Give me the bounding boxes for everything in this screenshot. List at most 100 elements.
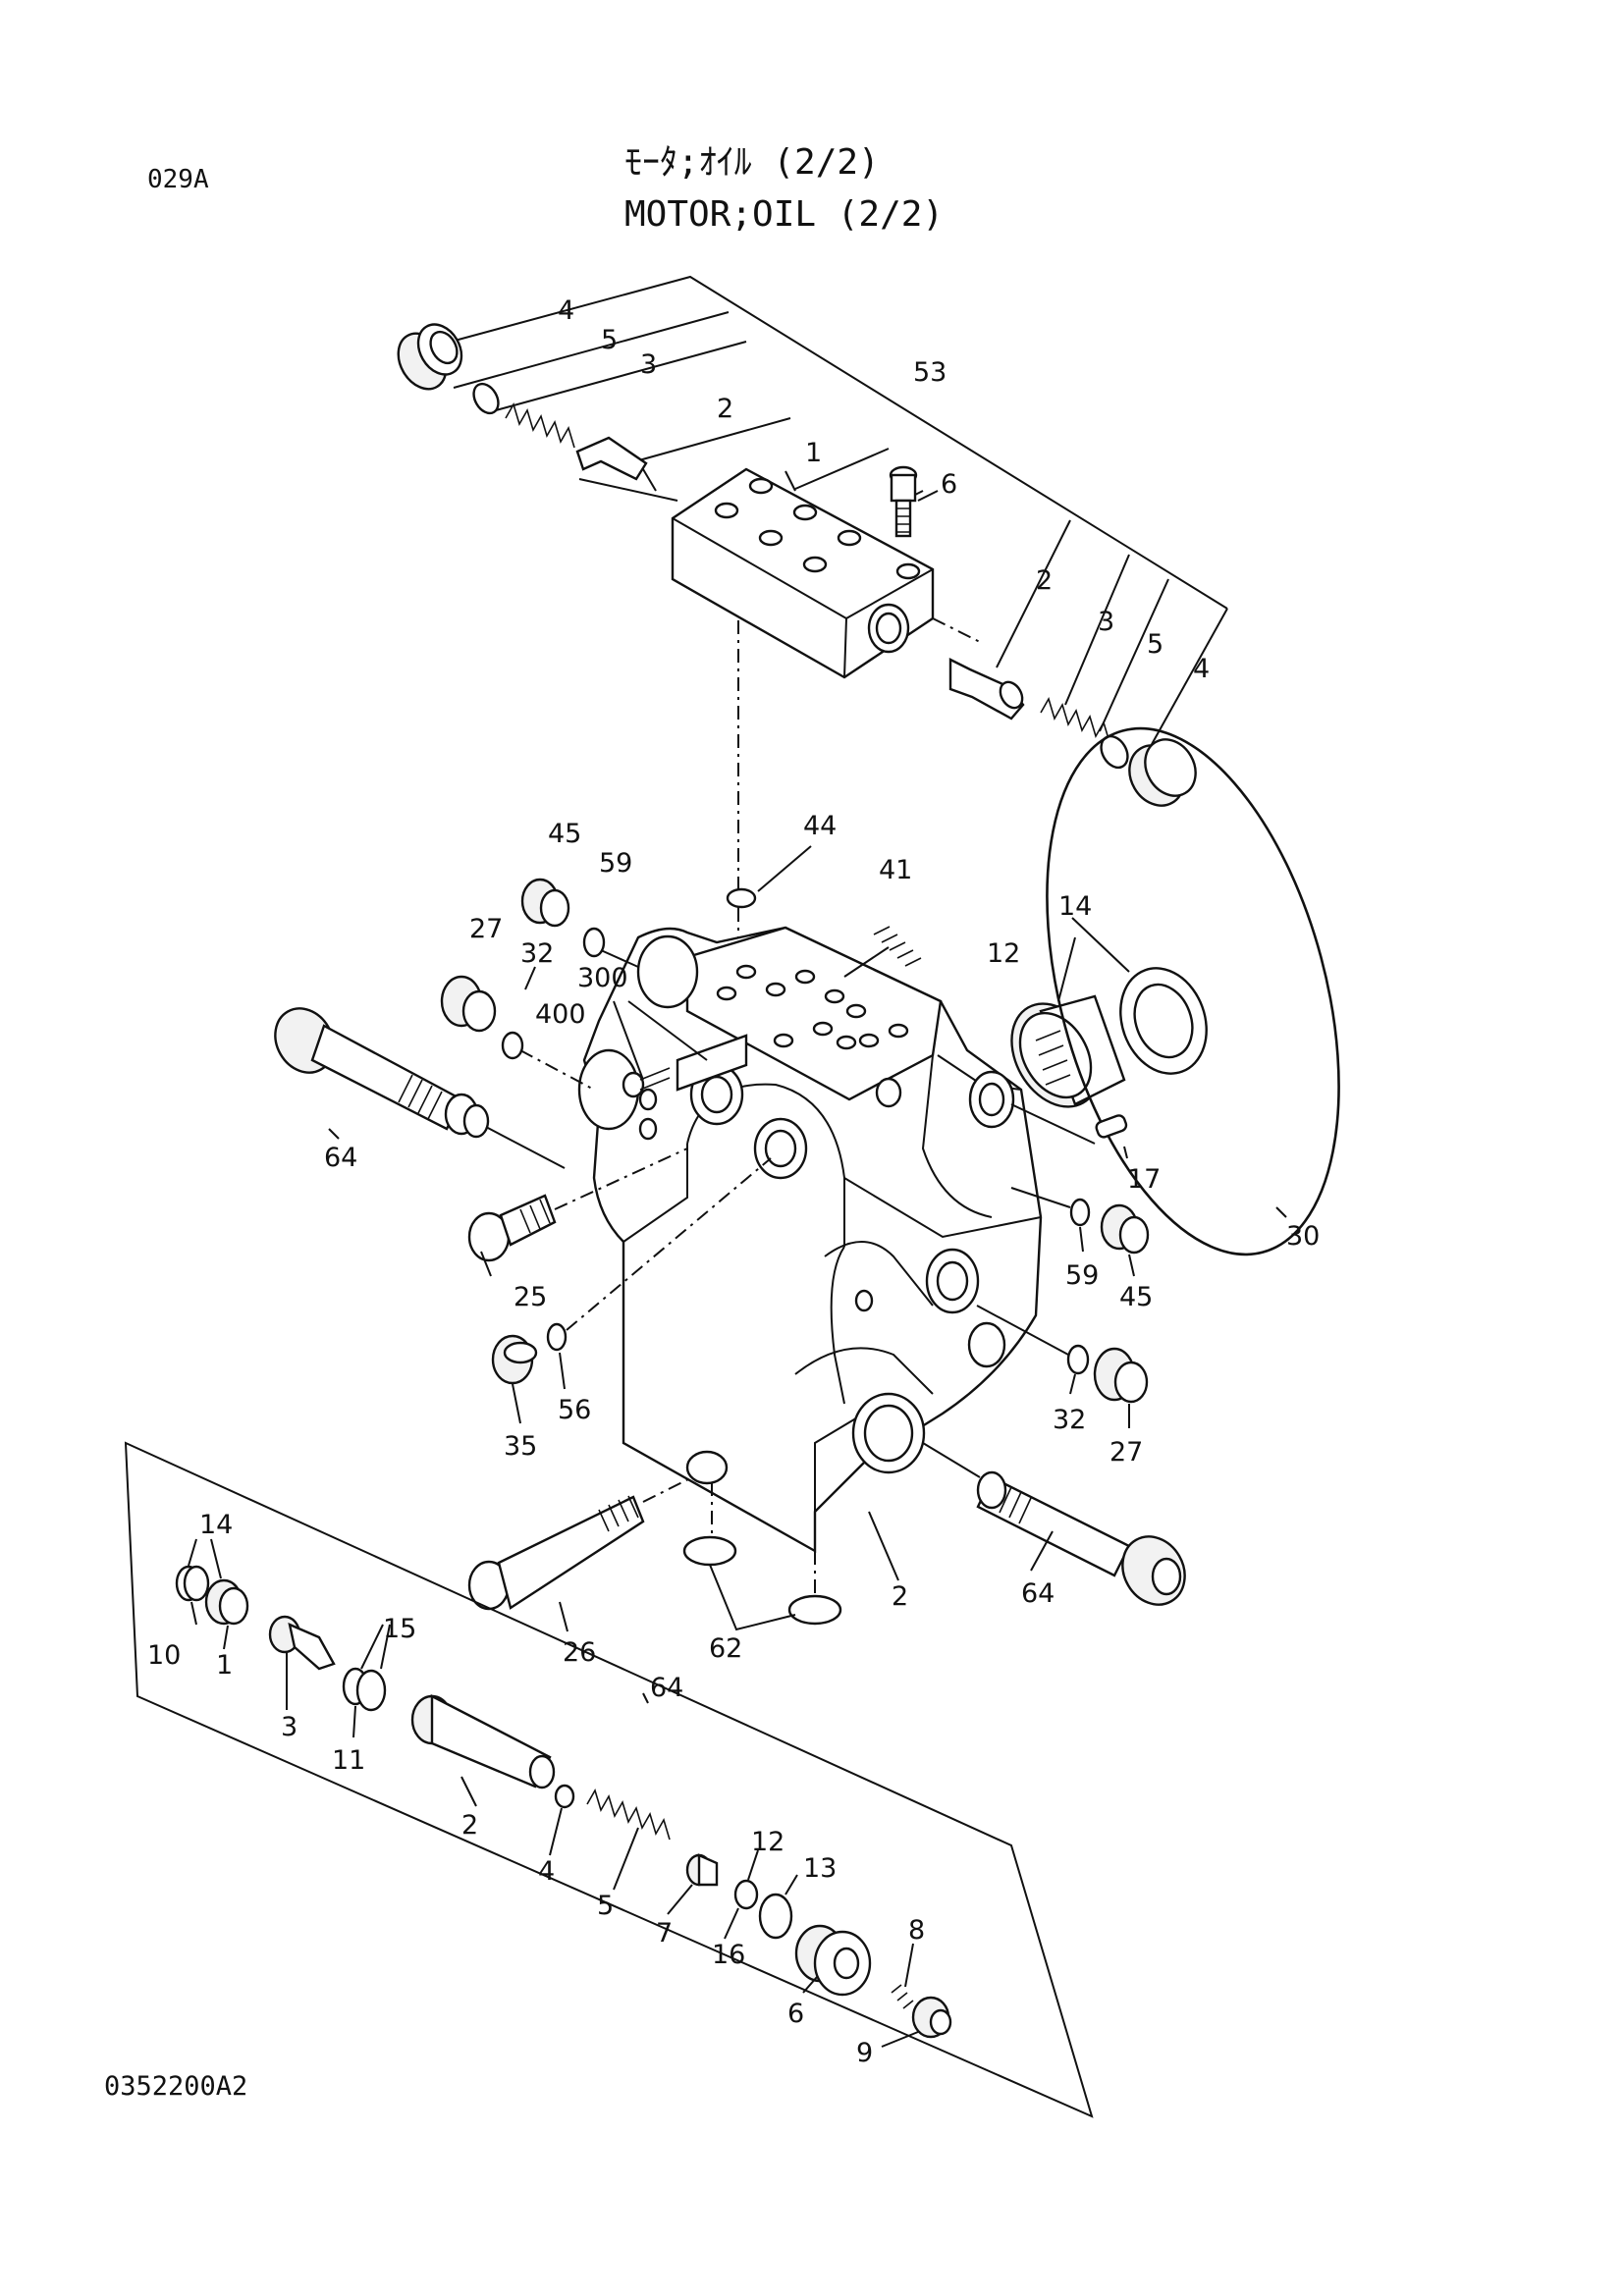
callout-label: 5 xyxy=(601,325,618,355)
o-ring-30 xyxy=(1046,726,1340,1256)
callout-label: 9 xyxy=(856,2038,873,2068)
callout-label: 2 xyxy=(717,394,733,424)
callout-label: 27 xyxy=(1109,1437,1143,1468)
callout-label: 14 xyxy=(199,1510,233,1540)
callout-leaders xyxy=(188,470,1287,2048)
screw-400 xyxy=(622,1067,671,1098)
plug-45-left xyxy=(520,878,570,928)
relief-valve-detail-inset xyxy=(124,1441,1094,2118)
poppet-part xyxy=(575,436,657,492)
o-ring-62-b xyxy=(787,1594,842,1626)
callout-label: 44 xyxy=(803,811,837,841)
callout-label: 12 xyxy=(987,938,1020,969)
callout-label: 64 xyxy=(650,1673,683,1703)
cap-6-detail xyxy=(794,1924,872,1997)
washer-16 xyxy=(733,1879,759,1910)
callout-label: 2 xyxy=(1036,565,1053,596)
page-code: 029A xyxy=(147,165,209,194)
washer-15 xyxy=(355,1669,387,1712)
o-ring-44 xyxy=(726,887,757,909)
callout-label: 2 xyxy=(892,1581,908,1612)
plug-part xyxy=(397,323,463,391)
callout-label: 25 xyxy=(514,1282,547,1312)
callout-label: 13 xyxy=(803,1853,837,1884)
callout-label: 32 xyxy=(520,938,554,969)
set-screw-8 xyxy=(891,1984,914,2009)
spring-5-detail xyxy=(586,1788,671,1841)
callout-label: 35 xyxy=(504,1431,537,1462)
relief-valve-64-left xyxy=(274,1007,566,1169)
plug-1-detail xyxy=(204,1578,249,1626)
poppet-3-detail xyxy=(268,1615,336,1671)
bolt-part xyxy=(889,465,918,538)
drawing-number: 0352200A2 xyxy=(104,2071,248,2102)
plug-35 xyxy=(491,1334,538,1385)
o-ring-13 xyxy=(758,1893,793,1940)
callout-label: 56 xyxy=(558,1395,591,1425)
plug-45-right xyxy=(1100,1203,1150,1255)
callout-label: 45 xyxy=(548,819,581,849)
valve-block-part xyxy=(671,467,935,679)
poppet-7-detail xyxy=(685,1853,719,1887)
plug-27-right xyxy=(1093,1347,1149,1404)
callout-label: 26 xyxy=(563,1637,596,1668)
needle-bearing-12 xyxy=(1010,994,1126,1108)
callout-label: 16 xyxy=(712,1940,745,1970)
spring-part xyxy=(505,401,575,449)
callout-label: 6 xyxy=(787,1999,804,2029)
callout-label: 30 xyxy=(1286,1221,1320,1252)
callout-label: 53 xyxy=(913,357,947,388)
o-ring-32-right xyxy=(1066,1344,1090,1375)
name-plate-300 xyxy=(676,1034,748,1092)
o-ring-part xyxy=(472,382,500,415)
title-japanese: ﾓｰﾀ;ｵｲﾙ (2/2) xyxy=(624,142,880,183)
callout-label: 1 xyxy=(216,1650,233,1681)
valve-block-assembly xyxy=(397,275,1228,908)
callout-label: 4 xyxy=(1193,654,1210,684)
callout-label: 2 xyxy=(461,1810,478,1841)
title-english: MOTOR;OIL (2/2) xyxy=(624,194,945,235)
callout-label: 12 xyxy=(751,1827,784,1857)
o-ring-59-left xyxy=(582,927,606,958)
callout-label: 4 xyxy=(558,295,574,326)
callout-label: 62 xyxy=(709,1633,742,1664)
callout-label: 59 xyxy=(1065,1260,1099,1291)
o-ring-32-left xyxy=(501,1031,524,1060)
callout-label: 8 xyxy=(908,1915,925,1946)
callout-label: 32 xyxy=(1053,1405,1086,1435)
callout-label: 64 xyxy=(324,1143,357,1173)
callout-label: 64 xyxy=(1021,1578,1055,1609)
callout-label: 59 xyxy=(599,848,632,879)
callout-label: 6 xyxy=(941,469,957,500)
callout-label: 11 xyxy=(332,1745,365,1776)
housing-ports xyxy=(716,964,909,1050)
relief-valve-64-right xyxy=(976,1470,1186,1606)
callout-label: 15 xyxy=(383,1614,416,1644)
callout-label: 4 xyxy=(538,1856,555,1887)
bolt-25 xyxy=(467,1194,557,1262)
plug-27-left xyxy=(440,975,497,1033)
callout-label: 5 xyxy=(597,1891,614,1921)
nut-9 xyxy=(911,1996,952,2039)
pin-17 xyxy=(1095,1114,1128,1139)
poppet-part-right xyxy=(948,658,1025,721)
callout-label: 300 xyxy=(577,963,628,993)
callout-label: 41 xyxy=(879,855,912,885)
callout-label: 17 xyxy=(1127,1164,1161,1195)
callout-label: 10 xyxy=(147,1640,181,1671)
callout-label: 3 xyxy=(640,349,657,380)
plug-part-right xyxy=(1128,738,1197,807)
bearing-ring-14 xyxy=(1119,967,1208,1075)
callout-label: 3 xyxy=(281,1712,298,1742)
washer-4-detail xyxy=(554,1784,575,1809)
callout-label: 400 xyxy=(535,999,586,1030)
sleeve-2-detail xyxy=(410,1694,556,1789)
callout-labels: 4 5 3 2 53 1 6 2 3 5 4 44 45 59 41 27 32… xyxy=(147,295,1320,2068)
callout-label: 5 xyxy=(1147,629,1163,660)
o-ring-62-a xyxy=(682,1535,737,1567)
spring-part-right xyxy=(1040,696,1110,743)
o-ring-59-right xyxy=(1069,1198,1091,1227)
o-ring-part-right xyxy=(1100,734,1129,770)
